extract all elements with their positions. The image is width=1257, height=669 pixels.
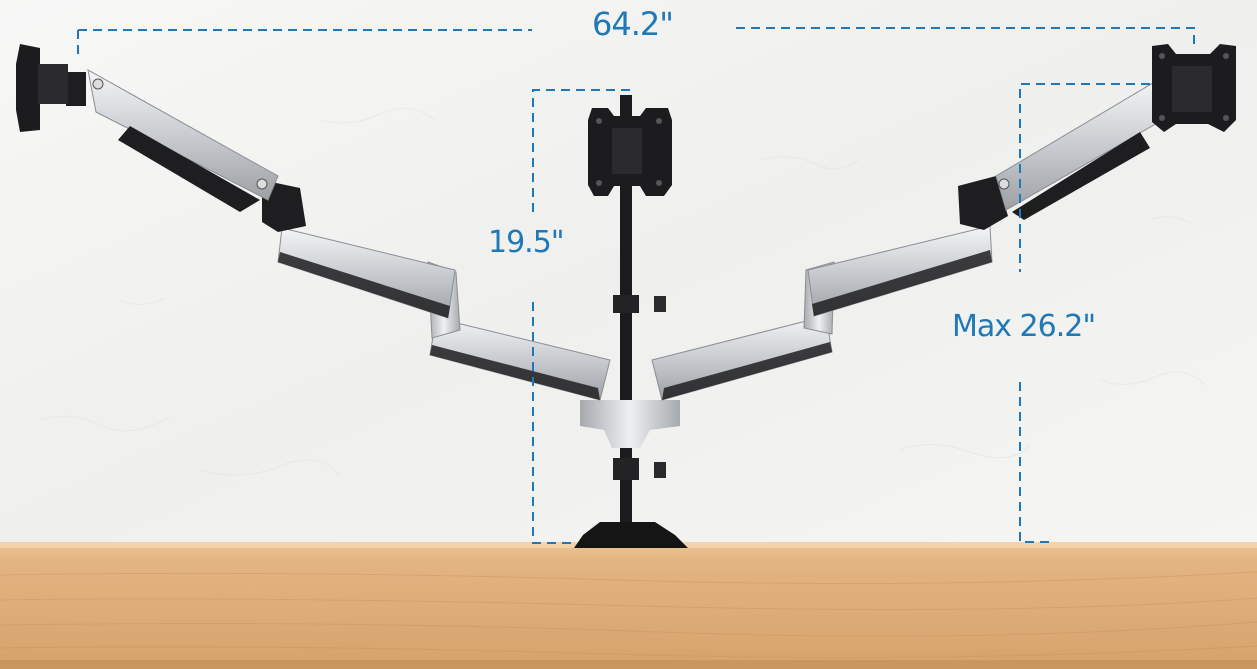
left-tilt-head bbox=[66, 72, 86, 106]
left-arm-pivot bbox=[256, 178, 268, 190]
pole-collar-upper bbox=[613, 295, 639, 313]
pole-clamp-knob-upper bbox=[654, 296, 666, 312]
pole-collar-lower bbox=[613, 458, 639, 480]
pole-height-label: 19.5" bbox=[488, 225, 565, 260]
desk-clamp-base bbox=[574, 522, 688, 548]
wall-texture bbox=[39, 107, 1206, 477]
right-vesa-bracket bbox=[1172, 66, 1212, 112]
right-gas-spring-underside bbox=[1012, 132, 1150, 220]
width-dimension-label: 64.2" bbox=[592, 5, 674, 43]
right-shoulder-joint bbox=[958, 176, 1008, 230]
width-dimension-line-right bbox=[736, 27, 1195, 50]
right-monitor-arm bbox=[651, 44, 1236, 401]
center-vesa-bracket bbox=[612, 128, 642, 174]
arm-hub bbox=[580, 400, 680, 448]
left-vesa-bracket bbox=[38, 64, 68, 104]
left-shoulder-joint bbox=[262, 180, 306, 232]
left-gas-spring-arm bbox=[87, 69, 279, 201]
vesa-hole bbox=[1159, 53, 1165, 59]
left-middle-arm-shadow bbox=[278, 252, 450, 318]
center-pole-assembly bbox=[574, 95, 688, 548]
dimension-lines bbox=[77, 27, 1195, 544]
vesa-hole bbox=[1159, 115, 1165, 121]
right-lower-arm-shadow bbox=[662, 342, 832, 400]
vesa-hole bbox=[1223, 115, 1229, 121]
vesa-hole bbox=[596, 118, 602, 124]
pole-height-dimension-bottom bbox=[532, 302, 575, 544]
left-arm-pivot bbox=[92, 78, 104, 90]
left-gas-spring-underside bbox=[118, 126, 260, 212]
desk-shadow-band bbox=[0, 660, 1257, 669]
left-vesa-plate bbox=[16, 44, 40, 132]
vesa-hole bbox=[1223, 53, 1229, 59]
max-height-dimension-bottom bbox=[1019, 382, 1052, 543]
desk-wood-grain bbox=[0, 571, 1257, 659]
left-monitor-arm bbox=[16, 44, 611, 401]
vesa-hole bbox=[656, 180, 662, 186]
desk-surface bbox=[0, 542, 1257, 669]
right-arm-pivot bbox=[998, 178, 1010, 190]
max-height-dimension-top bbox=[1019, 83, 1150, 272]
left-lower-arm-shadow bbox=[430, 345, 600, 400]
width-dimension-line-left bbox=[77, 29, 532, 58]
vesa-hole bbox=[656, 118, 662, 124]
max-height-label: Max 26.2" bbox=[952, 309, 1096, 344]
pole-clamp-knob-lower bbox=[654, 462, 666, 478]
vesa-hole bbox=[596, 180, 602, 186]
right-middle-arm-shadow bbox=[812, 250, 992, 316]
pole-height-dimension-top bbox=[532, 89, 630, 215]
